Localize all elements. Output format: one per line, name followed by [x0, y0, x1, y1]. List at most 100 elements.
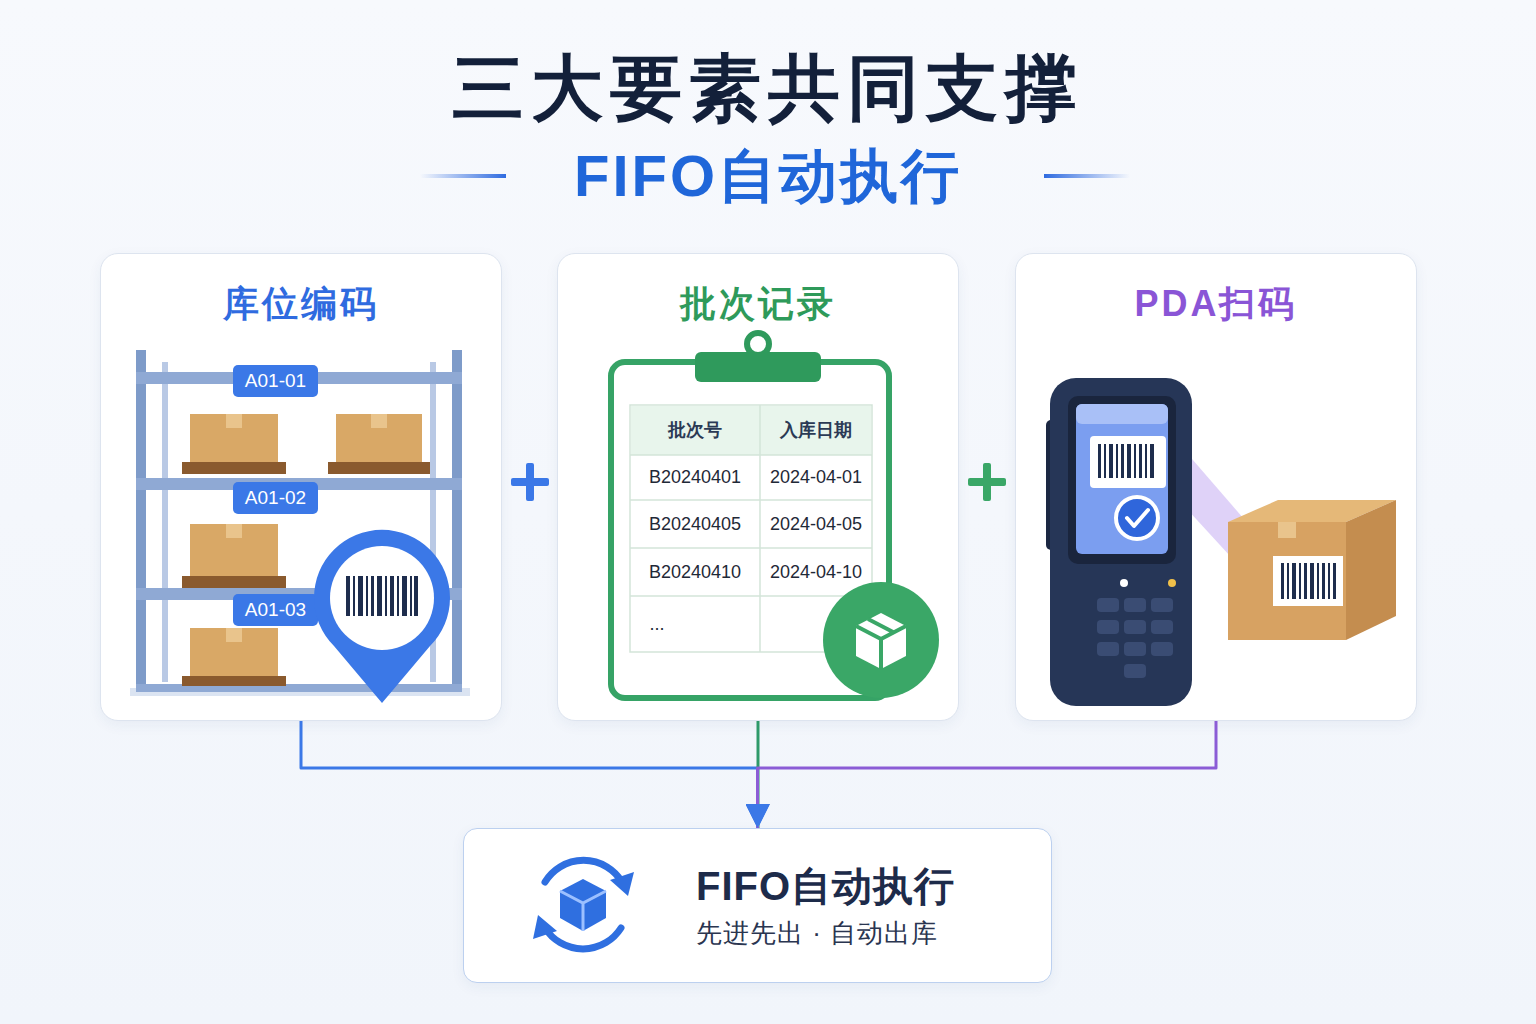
feature-card: 批次记录 [557, 253, 959, 721]
cycle-icon [533, 860, 634, 949]
barcode-bar [1145, 444, 1147, 478]
barcode-bar [390, 576, 394, 616]
table-cell: ... [632, 596, 682, 652]
shelf-beam [136, 588, 462, 600]
scan-beam [1186, 452, 1276, 606]
barcode-bar [346, 576, 350, 616]
barcode-bar [1317, 563, 1319, 599]
connector [301, 721, 758, 828]
barcode-bar [1322, 563, 1325, 599]
table-header [631, 406, 871, 455]
barcode-bar [385, 576, 387, 616]
check-mark [1127, 510, 1148, 526]
result-subtitle: 先进先出 · 自动出库 [696, 918, 1051, 949]
barcode-bar [1134, 444, 1136, 478]
plus-bar [983, 463, 991, 501]
carton [190, 628, 278, 676]
clipboard-clip [695, 352, 821, 382]
pda-scanner [1046, 378, 1396, 706]
package-badge [823, 582, 939, 698]
barcode-bar [1281, 563, 1284, 599]
carton [336, 414, 422, 462]
location-tag [233, 482, 318, 514]
barcode-bar [1098, 444, 1101, 478]
connector [757, 721, 760, 828]
carton-tape [226, 524, 242, 538]
table-rule [630, 547, 872, 549]
plus-bar [968, 478, 1006, 486]
plus-sign [511, 463, 549, 501]
shelf-upright [452, 350, 462, 692]
table-cell: 2024-04-05 [760, 500, 872, 548]
title: 三大要素共同支撑 [0, 40, 1536, 136]
feature-card: 库位编码 [100, 253, 502, 721]
card-title: 批次记录 [558, 282, 958, 325]
barcode-bar [1310, 563, 1314, 599]
subtitle-rule [1044, 174, 1130, 178]
pallet [182, 462, 286, 474]
carton [190, 414, 278, 462]
barcode-bar [1116, 444, 1118, 478]
barcode-bar [1292, 563, 1296, 599]
subtitle: FIFO自动执行 [440, 136, 1096, 216]
barcode-bar [1139, 444, 1142, 478]
barcode [346, 576, 418, 616]
barcode-bar [402, 576, 407, 616]
clipboard-ring [747, 333, 769, 355]
pallet [328, 462, 430, 474]
barcode-bar [1109, 444, 1113, 478]
shelf-upright [136, 350, 146, 692]
cube-edges [560, 891, 606, 931]
barcode-bar [366, 576, 368, 616]
carton-tape [371, 414, 387, 428]
barcode-bar [371, 576, 374, 616]
barcode-bar [414, 576, 418, 616]
cycle-arrowhead [533, 915, 557, 939]
shelf-back-post [430, 362, 436, 682]
result-title: FIFO自动执行 [696, 862, 1051, 910]
barcode-bar [353, 576, 355, 616]
card-title: 库位编码 [101, 282, 501, 325]
location-tag [233, 594, 318, 626]
location-pin [314, 530, 450, 703]
table-cell: B20240405 [630, 500, 760, 548]
barcode-bar [1127, 444, 1131, 478]
check-badge [1116, 497, 1158, 539]
carton-label [1273, 556, 1343, 606]
pin-center [330, 546, 434, 650]
subtitle-rule [420, 174, 506, 178]
barcode-bar [358, 576, 363, 616]
barcode-bar [410, 576, 412, 616]
table-rule [759, 405, 761, 652]
card-title: PDA扫码 [1016, 282, 1416, 325]
carton-tape [1278, 522, 1296, 538]
plus-bar [511, 478, 549, 486]
table-cell: 2024-04-10 [760, 548, 872, 596]
batch-table [630, 405, 872, 652]
barcode-bar [1121, 444, 1124, 478]
pda-key [1151, 642, 1173, 656]
pda-key [1151, 620, 1173, 634]
barcode-bar [377, 576, 382, 616]
table-cell: B20240401 [630, 455, 760, 500]
connector [758, 721, 1217, 828]
pda-key [1097, 642, 1119, 656]
table-rule [630, 499, 872, 501]
table-header-cell: 批次号 [630, 405, 760, 455]
barcode-bar [1333, 563, 1336, 599]
location-code: A01-03 [233, 594, 318, 626]
screen-barcode-card [1090, 436, 1166, 488]
pda-bezel [1068, 396, 1176, 564]
table-cell: B20240410 [630, 548, 760, 596]
carton-top [1228, 500, 1396, 522]
result-box: FIFO自动执行先进先出 · 自动出库 [463, 828, 1052, 983]
pda-status-bar [1076, 404, 1168, 424]
pda-key [1097, 620, 1119, 634]
pda-body [1050, 378, 1192, 706]
location-code: A01-02 [233, 482, 318, 514]
pda-screen [1076, 404, 1168, 554]
cycle-arrowhead [610, 872, 634, 896]
carton [190, 524, 278, 576]
